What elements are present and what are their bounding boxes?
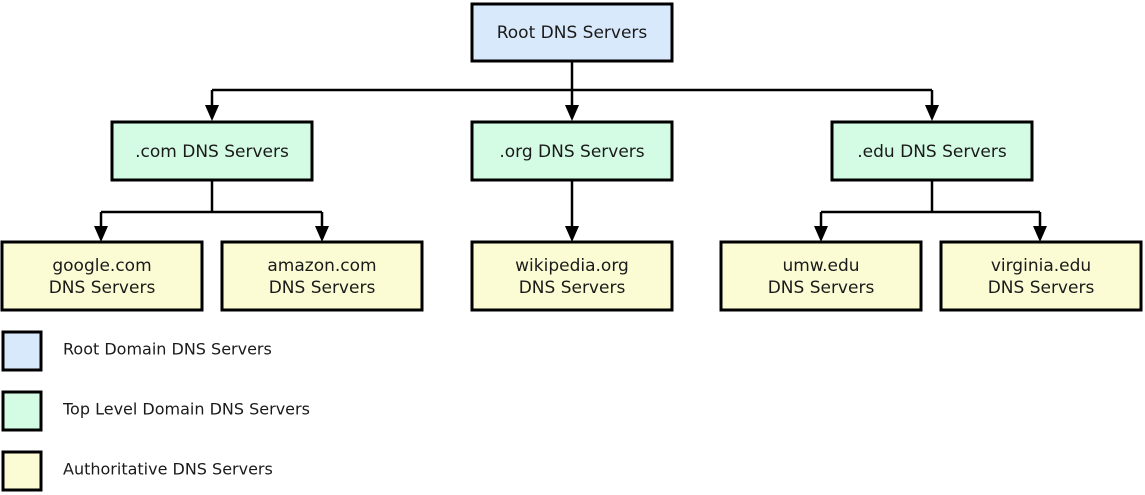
node-com-dns-servers[interactable]: .com DNS Servers <box>110 120 314 182</box>
node-amazon-com-label-line2: DNS Servers <box>269 278 376 298</box>
edge-group-edu-to-authoritative <box>814 181 1047 242</box>
node-org-dns-servers-label: .org DNS Servers <box>499 142 644 162</box>
node-umw-edu-label-line2: DNS Servers <box>768 278 875 298</box>
node-google-com[interactable]: google.com DNS Servers <box>0 240 204 312</box>
edge-group-com-to-authoritative <box>94 181 329 242</box>
node-root-dns-servers[interactable]: Root DNS Servers <box>470 2 674 63</box>
legend: Root Domain DNS Servers Top Level Domain… <box>1 330 310 492</box>
legend-label-authoritative: Authoritative DNS Servers <box>63 460 273 479</box>
node-umw-edu-label-line1: umw.edu <box>782 256 859 276</box>
edge-com-to-google-arrow <box>94 226 108 242</box>
legend-label-tld: Top Level Domain DNS Servers <box>62 400 310 419</box>
node-org-dns-servers-box[interactable] <box>470 120 674 182</box>
node-root-dns-servers-label: Root DNS Servers <box>497 23 648 43</box>
edge-root-to-org-arrow <box>565 105 579 121</box>
node-umw-edu[interactable]: umw.edu DNS Servers <box>719 240 923 312</box>
edge-com-to-amazon-arrow <box>315 226 329 242</box>
legend-swatch-root <box>1 330 43 372</box>
node-amazon-com-box[interactable] <box>220 240 424 312</box>
node-google-com-label-line1: google.com <box>52 256 151 276</box>
edge-edu-to-umw-arrow <box>814 226 828 242</box>
node-umw-edu-box[interactable] <box>719 240 923 312</box>
node-com-dns-servers-box[interactable] <box>110 120 314 182</box>
edge-org-to-wikipedia-arrow <box>565 226 579 242</box>
node-com-dns-servers-label: .com DNS Servers <box>135 142 289 162</box>
legend-item-root: Root Domain DNS Servers <box>1 330 272 372</box>
edge-edu-to-virginia-arrow <box>1033 226 1047 242</box>
node-wikipedia-org-label-line1: wikipedia.org <box>515 256 629 276</box>
node-edu-dns-servers[interactable]: .edu DNS Servers <box>830 120 1034 182</box>
node-amazon-com[interactable]: amazon.com DNS Servers <box>220 240 424 312</box>
legend-label-root: Root Domain DNS Servers <box>63 340 272 359</box>
node-virginia-edu-box[interactable] <box>939 240 1143 312</box>
node-amazon-com-label-line1: amazon.com <box>267 256 376 276</box>
node-edu-dns-servers-box[interactable] <box>830 120 1034 182</box>
legend-item-authoritative: Authoritative DNS Servers <box>1 450 273 492</box>
legend-item-tld: Top Level Domain DNS Servers <box>1 390 310 432</box>
node-org-dns-servers[interactable]: .org DNS Servers <box>470 120 674 182</box>
legend-swatch-tld <box>1 390 43 432</box>
node-virginia-edu[interactable]: virginia.edu DNS Servers <box>939 240 1143 312</box>
edge-group-org-to-authoritative <box>565 181 579 242</box>
node-wikipedia-org-box[interactable] <box>470 240 674 312</box>
node-google-com-box[interactable] <box>0 240 204 312</box>
legend-swatch-authoritative <box>1 450 43 492</box>
edge-root-to-edu-arrow <box>925 105 939 121</box>
node-wikipedia-org[interactable]: wikipedia.org DNS Servers <box>470 240 674 312</box>
edge-group-root-to-tld <box>205 61 939 121</box>
edge-root-to-com-arrow <box>205 105 219 121</box>
node-wikipedia-org-label-line2: DNS Servers <box>519 278 626 298</box>
node-virginia-edu-label-line2: DNS Servers <box>988 278 1095 298</box>
node-google-com-label-line2: DNS Servers <box>49 278 156 298</box>
node-edu-dns-servers-label: .edu DNS Servers <box>857 142 1007 162</box>
node-root-dns-servers-box[interactable] <box>470 2 674 63</box>
node-virginia-edu-label-line1: virginia.edu <box>991 256 1091 276</box>
